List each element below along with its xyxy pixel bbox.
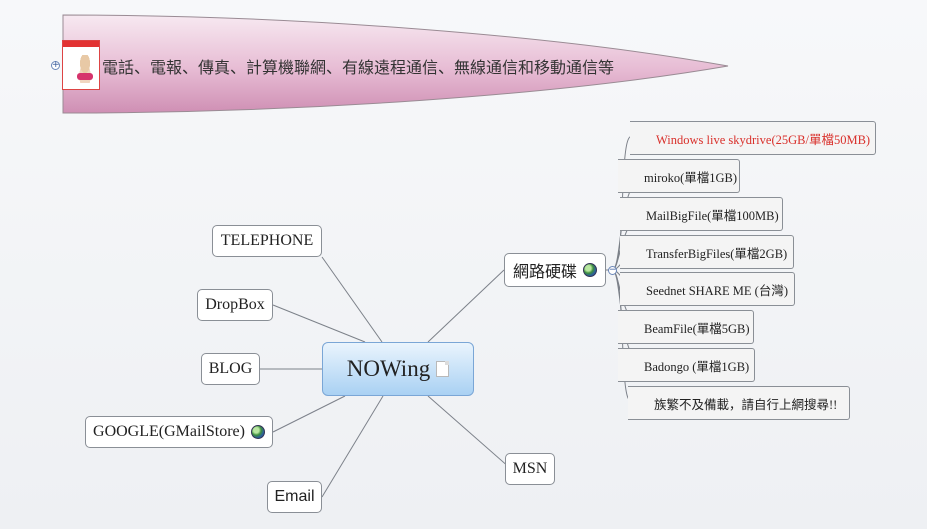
- topic-label: TELEPHONE: [221, 232, 313, 250]
- leaf-label: Seednet SHARE ME (台灣): [646, 280, 788, 299]
- topic-label: DropBox: [205, 296, 265, 314]
- leaf-miroko[interactable]: miroko(單檔1GB): [618, 159, 740, 193]
- leaf-mailbigfile[interactable]: MailBigFile(單檔100MB): [620, 197, 783, 231]
- topic-email[interactable]: Email: [267, 481, 322, 513]
- topic-network-drive[interactable]: 網路硬碟: [504, 253, 606, 287]
- leaf-label: Badongo (單檔1GB): [644, 356, 749, 375]
- topic-label: GOOGLE(GMailStore): [93, 423, 245, 441]
- globe-icon: [251, 425, 265, 439]
- central-label: NOWing: [347, 356, 430, 382]
- topic-blog[interactable]: BLOG: [201, 353, 260, 385]
- leaf-label: TransferBigFiles(單檔2GB): [646, 243, 787, 262]
- globe-icon: [583, 263, 597, 277]
- leaf-skydrive[interactable]: Windows live skydrive(25GB/單檔50MB): [630, 121, 876, 155]
- leaf-label: 族繁不及備載，請自行上網搜尋!!: [654, 394, 837, 413]
- topic-telephone[interactable]: TELEPHONE: [212, 225, 322, 257]
- topic-label: BLOG: [209, 360, 253, 378]
- collapse-icon[interactable]: −: [608, 266, 617, 275]
- leaf-seednet[interactable]: Seednet SHARE ME (台灣): [620, 272, 795, 306]
- leaf-label: Windows live skydrive(25GB/單檔50MB): [656, 129, 870, 148]
- topic-msn[interactable]: MSN: [505, 453, 555, 485]
- leaf-transferbigfiles[interactable]: TransferBigFiles(單檔2GB): [620, 235, 794, 269]
- leaf-label: BeamFile(單檔5GB): [644, 318, 750, 337]
- central-topic[interactable]: NOWing: [322, 342, 474, 396]
- leaf-beamfile[interactable]: BeamFile(單檔5GB): [618, 310, 754, 344]
- leaf-label: miroko(單檔1GB): [644, 167, 737, 186]
- topic-label: 網路硬碟: [513, 258, 577, 282]
- leaf-more[interactable]: 族繁不及備載，請自行上網搜尋!!: [628, 386, 850, 420]
- topic-label: Email: [274, 488, 314, 506]
- topic-google[interactable]: GOOGLE(GMailStore): [85, 416, 273, 448]
- topic-dropbox[interactable]: DropBox: [197, 289, 273, 321]
- topic-label: MSN: [513, 460, 548, 478]
- leaf-label: MailBigFile(單檔100MB): [646, 205, 779, 224]
- document-icon: [436, 361, 449, 377]
- leaf-badongo[interactable]: Badongo (單檔1GB): [618, 348, 755, 382]
